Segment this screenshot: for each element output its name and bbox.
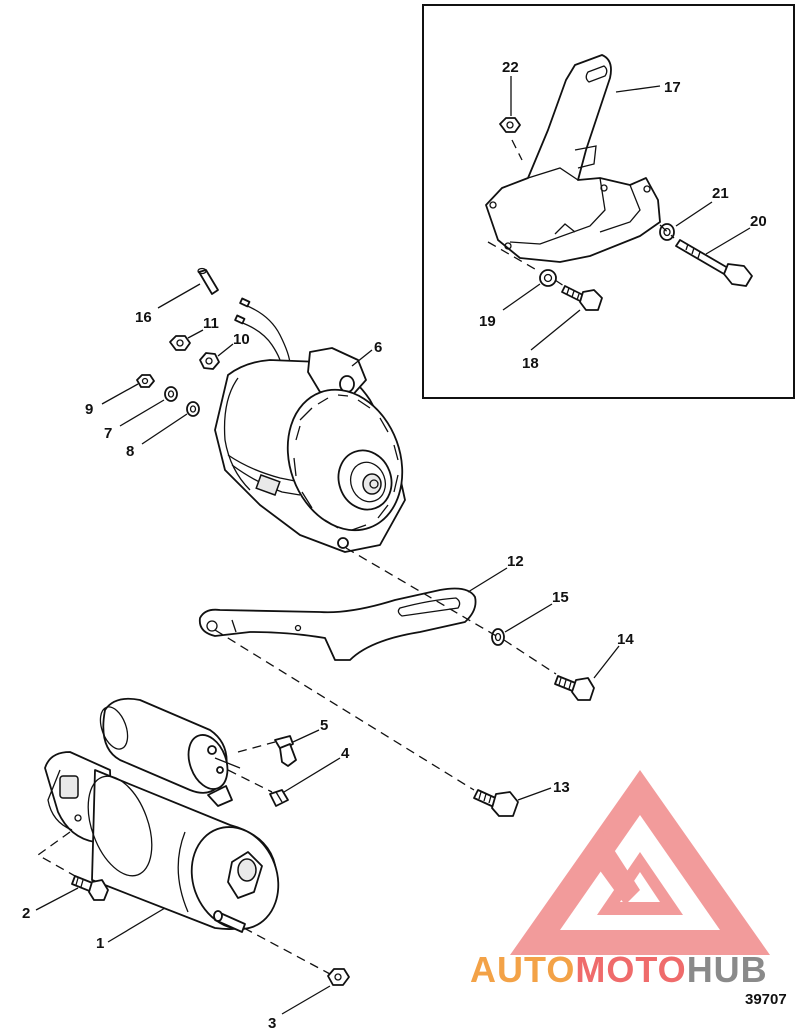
callout-13: 13 — [553, 779, 570, 796]
callout-11: 11 — [203, 315, 219, 332]
callout-22: 22 — [502, 59, 519, 76]
inset-bracket-17 — [485, 54, 661, 263]
washer-8 — [186, 401, 200, 417]
nut-3 — [327, 968, 350, 986]
callout-14: 14 — [617, 631, 634, 648]
svg-text:AUTOMOTOHUB: AUTOMOTOHUB — [470, 949, 768, 990]
assembly-centerlines — [36, 139, 675, 975]
nut-9 — [136, 374, 155, 388]
bolt-20 — [675, 239, 753, 287]
watermark-logo — [510, 770, 770, 955]
bolt-13 — [473, 789, 519, 817]
callout-3: 3 — [268, 1015, 276, 1031]
washer-15 — [491, 628, 505, 646]
callout-5: 5 — [320, 717, 328, 734]
callout-19: 19 — [479, 313, 496, 330]
callout-20: 20 — [750, 213, 767, 230]
nut-22 — [499, 117, 521, 133]
callout-8: 8 — [126, 443, 134, 460]
bracket-12 — [198, 587, 477, 661]
bolt-14 — [554, 675, 595, 701]
bolt-2 — [71, 875, 109, 901]
callout-9: 9 — [85, 401, 93, 418]
callout-4: 4 — [341, 745, 350, 762]
nut-4 — [269, 789, 289, 807]
callout-1: 1 — [96, 935, 104, 952]
washer-19 — [539, 269, 557, 287]
washer-7 — [164, 386, 178, 402]
watermark-moto: MOTO — [575, 949, 686, 990]
bolt-5 — [274, 735, 297, 767]
callout-labels: 22 17 21 20 19 18 16 11 10 6 9 7 8 12 15… — [22, 59, 767, 1031]
starter-motor-1 — [44, 697, 280, 933]
callout-18: 18 — [522, 355, 539, 372]
nut-11 — [169, 335, 191, 351]
callout-16: 16 — [135, 309, 152, 326]
leader-lines — [35, 76, 751, 1015]
pin-16 — [197, 267, 219, 295]
callout-10: 10 — [233, 331, 250, 348]
figure-number: 39707 — [745, 991, 787, 1008]
callout-6: 6 — [374, 339, 382, 356]
watermark-auto: AUTO — [470, 949, 575, 990]
inset-frame — [422, 4, 795, 399]
callout-12: 12 — [507, 553, 524, 570]
callout-2: 2 — [22, 905, 30, 922]
callout-7: 7 — [104, 425, 112, 442]
alternator-6 — [214, 347, 406, 553]
bolt-18 — [561, 285, 603, 311]
callout-21: 21 — [712, 185, 729, 202]
callout-17: 17 — [664, 79, 681, 96]
watermark-hub: HUB — [687, 949, 768, 990]
callout-15: 15 — [552, 589, 569, 606]
washer-10 — [199, 352, 220, 370]
watermark-text: AUTOMOTOHUB — [470, 949, 768, 990]
